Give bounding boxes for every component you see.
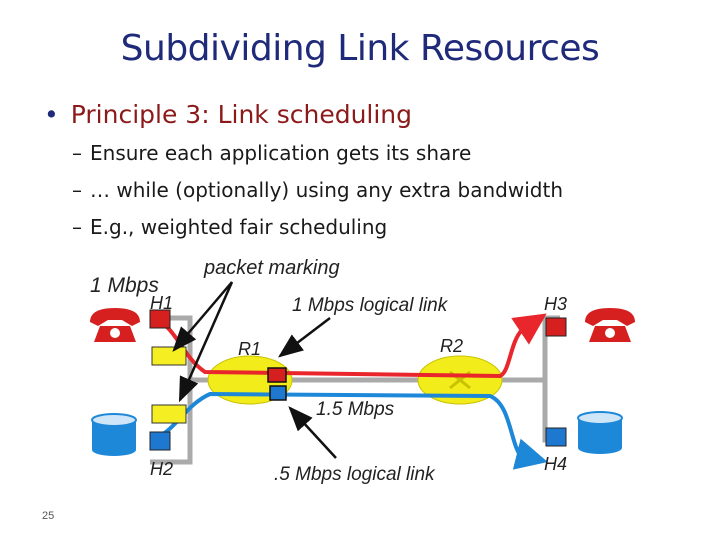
host-h1 <box>149 309 171 329</box>
slide-title: Subdividing Link Resources <box>120 28 600 69</box>
label-logical-link-half: .5 Mbps logical link <box>274 464 436 485</box>
label-packet-marking: packet marking <box>203 257 340 279</box>
label-r2: R2 <box>440 336 463 356</box>
label-logical-link-1: 1 Mbps logical link <box>292 295 449 316</box>
label-h4: H4 <box>544 454 567 474</box>
marker-box-blue-flow <box>151 404 187 424</box>
host-h3 <box>545 317 567 337</box>
host-h2 <box>149 431 171 451</box>
bullet-text: Principle 3: Link scheduling <box>70 100 413 129</box>
annotation-arrows <box>172 281 337 459</box>
page-number: 25 <box>42 510 55 522</box>
label-link-capacity: 1.5 Mbps <box>316 399 395 420</box>
label-r1: R1 <box>238 339 261 359</box>
sub-bullet-list: –Ensure each application gets its share … <box>72 141 563 252</box>
red-queue-buffer <box>267 367 287 383</box>
label-h1: H1 <box>150 293 173 313</box>
label-h3: H3 <box>544 294 567 314</box>
marker-box-red-flow <box>151 346 187 366</box>
red-flow-line <box>151 313 547 379</box>
sub-bullet-item: –… while (optionally) using any extra ba… <box>72 178 563 202</box>
bullet-principle: • Principle 3: Link scheduling <box>44 100 412 129</box>
blue-flow-line <box>151 391 548 470</box>
telephone-icon <box>90 308 140 342</box>
label-h2: H2 <box>150 459 173 479</box>
sub-bullet-item: –Ensure each application gets its share <box>72 141 472 165</box>
blue-queue-buffer <box>269 385 287 401</box>
disk-icon <box>577 411 623 454</box>
host-h4 <box>545 427 567 447</box>
telephone-icon <box>585 308 635 342</box>
label-1mbps: 1 Mbps <box>90 274 159 297</box>
sub-bullet-item: –E.g., weighted fair scheduling <box>72 215 388 239</box>
bullet-dot: • <box>44 100 59 129</box>
disk-icon <box>91 413 137 456</box>
